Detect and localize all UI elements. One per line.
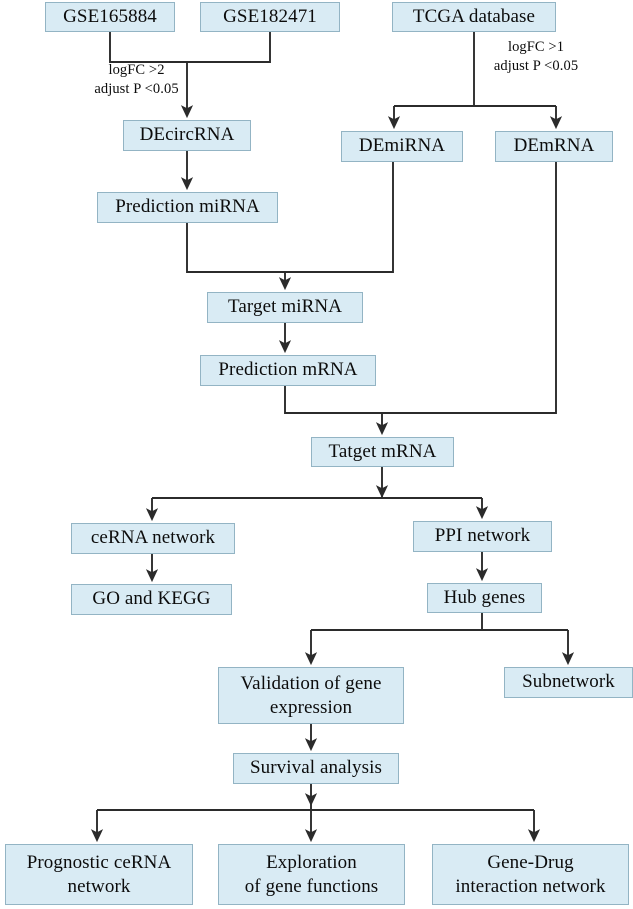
node-prediction-mrna[interactable]: Prediction mRNA xyxy=(200,355,376,386)
node-gse165884[interactable]: GSE165884 xyxy=(45,2,175,32)
node-hub-genes[interactable]: Hub genes xyxy=(427,583,542,613)
node-demrna[interactable]: DEmRNA xyxy=(495,131,613,162)
node-cerna-network[interactable]: ceRNA network xyxy=(71,523,235,554)
node-validation-of-gene-expression[interactable]: Validation of gene expression xyxy=(218,667,404,724)
node-exploration-of-gene-functions[interactable]: Exploration of gene functions xyxy=(218,844,405,905)
node-tcga-database[interactable]: TCGA database xyxy=(392,2,556,32)
node-gse182471[interactable]: GSE182471 xyxy=(200,2,340,32)
node-prediction-mirna[interactable]: Prediction miRNA xyxy=(97,192,278,223)
node-survival-analysis[interactable]: Survival analysis xyxy=(233,753,399,784)
node-demirna[interactable]: DEmiRNA xyxy=(341,131,463,162)
node-decircrna[interactable]: DEcircRNA xyxy=(123,120,251,151)
edge-gse-merge xyxy=(109,32,271,63)
edge-label-circrna-filter: logFC >2 adjust P <0.05 xyxy=(94,62,179,98)
edge-label-tcga-filter: logFC >1 adjust P <0.05 xyxy=(493,39,579,75)
node-tatget-mrna[interactable]: Tatget mRNA xyxy=(311,437,454,467)
node-subnetwork[interactable]: Subnetwork xyxy=(504,667,633,698)
node-target-mirna[interactable]: Target miRNA xyxy=(207,292,363,323)
node-go-and-kegg[interactable]: GO and KEGG xyxy=(71,584,232,615)
node-prognostic-cerna-network[interactable]: Prognostic ceRNA network xyxy=(5,844,193,905)
node-ppi-network[interactable]: PPI network xyxy=(413,521,552,552)
node-gene-drug-interaction-network[interactable]: Gene-Drug interaction network xyxy=(432,844,629,905)
